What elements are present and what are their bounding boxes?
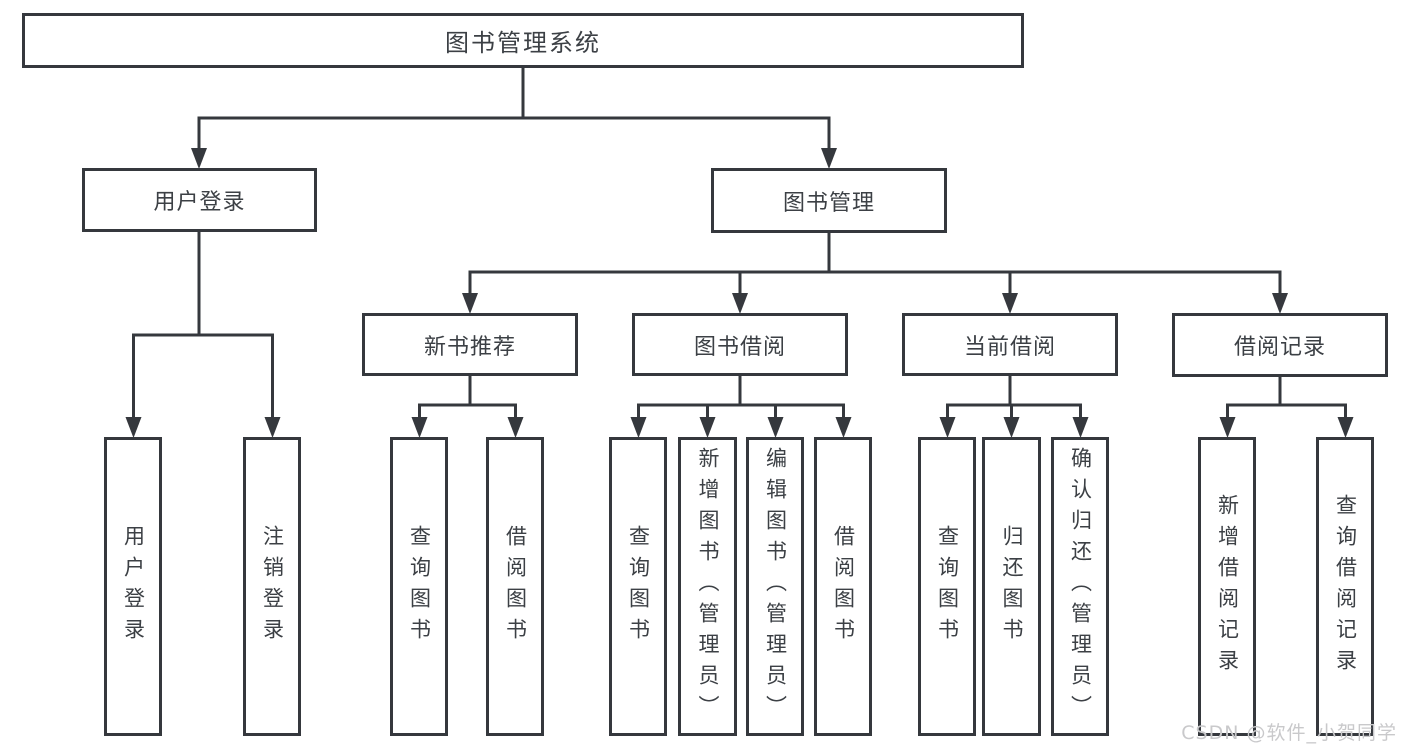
arrowhead bbox=[939, 417, 956, 438]
node-label: 当前借阅 bbox=[963, 334, 1056, 360]
arrowhead bbox=[264, 417, 281, 438]
arrowhead bbox=[835, 417, 852, 438]
node-label: 用户登录 bbox=[121, 524, 146, 649]
node-label: 新增图书（管理员） bbox=[696, 447, 720, 726]
edge-user-login-children bbox=[132, 230, 274, 420]
node-label: 用户登录 bbox=[153, 190, 246, 215]
arrowhead bbox=[411, 417, 428, 438]
arrowhead bbox=[821, 148, 837, 169]
arrowhead bbox=[507, 417, 524, 438]
node-book-management: 图书管理 bbox=[711, 168, 947, 233]
node-current-borrow: 当前借阅 bbox=[902, 313, 1118, 376]
node-label: 图书借阅 bbox=[693, 334, 786, 360]
leaf-record-query-borrow-record: 查询借阅记录 bbox=[1316, 437, 1374, 736]
leaf-current-return-book: 归还图书 bbox=[982, 437, 1041, 736]
arrowhead bbox=[1272, 293, 1288, 314]
leaf-current-query-book: 查询图书 bbox=[918, 437, 976, 736]
node-label: 注销登录 bbox=[260, 524, 285, 649]
node-borrow-record: 借阅记录 bbox=[1172, 313, 1388, 377]
edge-root-to-level2 bbox=[197, 66, 831, 150]
arrowhead bbox=[462, 293, 478, 314]
node-label: 查询图书 bbox=[935, 524, 960, 649]
node-label: 借阅图书 bbox=[503, 524, 528, 649]
edge-record-children bbox=[1226, 375, 1347, 420]
node-label: 借阅图书 bbox=[831, 524, 856, 649]
edge-book-management-children bbox=[468, 231, 1282, 296]
node-label: 确认归还（管理员） bbox=[1068, 447, 1093, 726]
node-label: 查询图书 bbox=[626, 524, 651, 649]
leaf-borrow-add-book-admin: 新增图书（管理员） bbox=[678, 437, 737, 736]
arrowhead bbox=[1003, 417, 1020, 438]
edge-borrow-children bbox=[637, 374, 845, 420]
leaf-borrow-edit-book-admin: 编辑图书（管理员） bbox=[746, 437, 804, 736]
arrowhead bbox=[125, 417, 142, 438]
arrowhead bbox=[699, 417, 716, 438]
arrowhead bbox=[191, 148, 207, 169]
node-user-login: 用户登录 bbox=[82, 168, 317, 232]
node-label: 图书管理系统 bbox=[445, 29, 601, 57]
node-label: 查询图书 bbox=[407, 524, 432, 649]
arrowhead bbox=[732, 293, 748, 314]
leaf-borrow-query-book: 查询图书 bbox=[609, 437, 667, 736]
arrowhead bbox=[1219, 417, 1236, 438]
node-label: 归还图书 bbox=[1000, 524, 1024, 649]
edge-recommend-children bbox=[418, 374, 517, 420]
node-new-book-recommend: 新书推荐 bbox=[362, 313, 578, 376]
arrowhead bbox=[767, 417, 784, 438]
leaf-current-confirm-return-admin: 确认归还（管理员） bbox=[1051, 437, 1109, 736]
node-label: 图书管理 bbox=[782, 190, 875, 216]
arrowhead bbox=[1002, 293, 1018, 314]
arrowhead bbox=[630, 417, 647, 438]
leaf-borrow-borrow-book: 借阅图书 bbox=[814, 437, 872, 736]
node-label: 查询借阅记录 bbox=[1333, 493, 1358, 680]
leaf-record-add-borrow-record: 新增借阅记录 bbox=[1198, 437, 1256, 736]
edge-current-children bbox=[946, 374, 1082, 420]
leaf-user-login: 用户登录 bbox=[104, 437, 162, 736]
leaf-logout-login: 注销登录 bbox=[243, 437, 301, 736]
node-label: 编辑图书（管理员） bbox=[763, 447, 788, 726]
node-label: 借阅记录 bbox=[1233, 335, 1326, 360]
node-root-system: 图书管理系统 bbox=[22, 13, 1024, 68]
leaf-recommend-query-book: 查询图书 bbox=[390, 437, 448, 736]
node-label: 新增借阅记录 bbox=[1215, 493, 1240, 680]
arrowhead bbox=[1337, 417, 1354, 438]
node-label: 新书推荐 bbox=[423, 334, 516, 360]
leaf-recommend-borrow-book: 借阅图书 bbox=[486, 437, 544, 736]
arrowhead bbox=[1072, 417, 1089, 438]
node-book-borrow: 图书借阅 bbox=[632, 313, 848, 376]
